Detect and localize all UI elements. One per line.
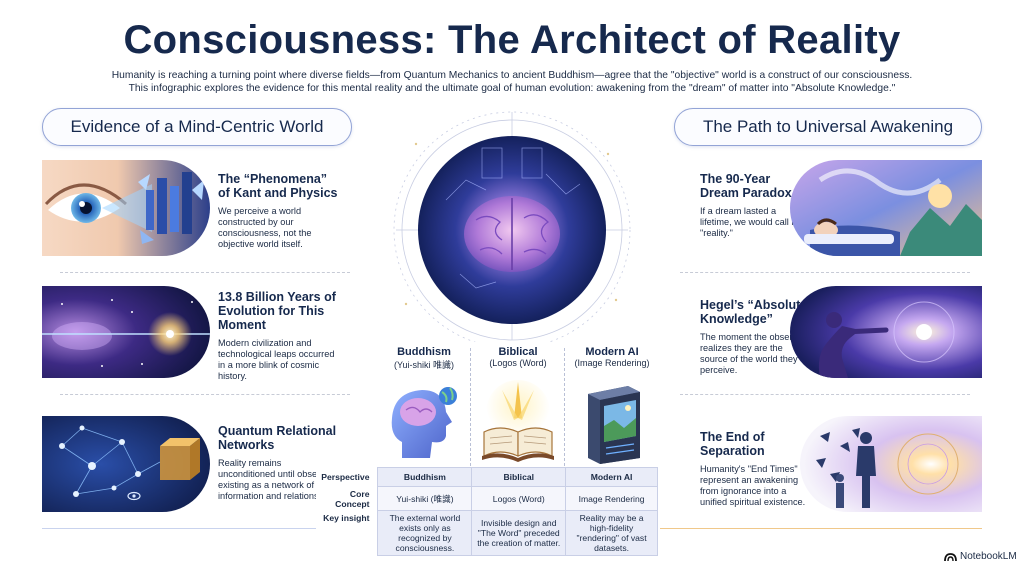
comparison-table: Perspective Buddhism Biblical Modern AI … [316, 467, 658, 556]
unity-light-illustration [800, 416, 982, 512]
column-title: Biblical [498, 346, 538, 358]
cosmic-timeline-illustration [42, 286, 210, 378]
row-label: Key insight [316, 510, 378, 556]
bottom-rule-left [42, 528, 372, 529]
column-divider [564, 348, 565, 466]
card-end-of-separation: The End of Separation Humanity's "End Ti… [700, 430, 814, 508]
column-buddhism: Buddhism (Yui-shiki 唯識) [378, 346, 470, 371]
card-title: The End of Separation [700, 430, 765, 458]
page-title: Consciousness: The Architect of Reality [123, 18, 901, 62]
table-cell: Yui-shiki (唯識) [377, 486, 473, 511]
intro-line-1: Humanity is reaching a turning point whe… [111, 70, 913, 81]
divider [60, 394, 350, 395]
table-cell: Invisible design and "The Word" preceded… [471, 510, 567, 556]
bottom-rule-right [660, 528, 982, 529]
open-book-icon [478, 378, 558, 464]
left-section-title: Evidence of a Mind-Centric World [42, 108, 352, 146]
card-text: Reality remains unconditioned until obse… [218, 458, 339, 501]
card-dream-paradox: The 90-Year Dream Paradox If a dream las… [700, 172, 810, 239]
card-quantum: Quantum Relational Networks Reality rema… [218, 424, 340, 502]
eye-illustration [42, 160, 210, 256]
card-text: If a dream lasted a lifetime, we would c… [700, 206, 796, 238]
row-label: Core Concept [316, 486, 378, 511]
table-row: Key insight The external world exists on… [316, 510, 658, 556]
column-divider [470, 348, 471, 466]
card-hegel: Hegel’s “Absolute Knowledge” The moment … [700, 298, 810, 376]
card-title: 13.8 Billion Years of Evolution for This… [218, 290, 336, 332]
column-title: Buddhism [397, 346, 451, 358]
intro-line-2: This infographic explores the evidence f… [128, 83, 896, 94]
table-cell: Modern AI [565, 467, 658, 487]
card-text: Humanity's "End Times" represent an awak… [700, 464, 806, 507]
table-row: Perspective Buddhism Biblical Modern AI [316, 467, 658, 487]
brand-label: NotebookLM [960, 551, 1017, 562]
column-subtitle: (Logos (Word) [489, 358, 547, 368]
notebooklm-logo-icon [944, 552, 957, 561]
column-title: Modern AI [585, 346, 639, 358]
card-evolution: 13.8 Billion Years of Evolution for This… [218, 290, 340, 382]
card-title: The 90-Year Dream Paradox [700, 172, 792, 200]
divider [680, 394, 970, 395]
table-cell: Reality may be a high-fidelity "renderin… [565, 510, 658, 556]
table-cell: Logos (Word) [471, 486, 567, 511]
table-cell: Buddhism [377, 467, 473, 487]
quantum-network-illustration [42, 416, 210, 512]
card-text: We perceive a world constructed by our c… [218, 206, 312, 249]
brain-illustration [376, 104, 648, 349]
head-globe-icon [386, 378, 462, 464]
divider [680, 272, 970, 273]
intro-text: Humanity is reaching a turning point whe… [100, 69, 924, 95]
server-screen-icon [574, 378, 654, 464]
table-cell: Biblical [471, 467, 567, 487]
card-title: Hegel’s “Absolute Knowledge” [700, 298, 808, 326]
card-kant-physics: The “Phenomena” of Kant and Physics We p… [218, 172, 338, 250]
row-label: Perspective [316, 467, 378, 487]
card-text: The moment the observer realizes they ar… [700, 332, 806, 375]
table-row: Core Concept Yui-shiki (唯識) Logos (Word)… [316, 486, 658, 511]
card-title: The “Phenomena” of Kant and Physics [218, 172, 338, 200]
card-title: Quantum Relational Networks [218, 424, 337, 452]
column-subtitle: (Yui-shiki 唯識) [393, 360, 454, 370]
column-biblical: Biblical (Logos (Word) [472, 346, 564, 368]
right-section-title: The Path to Universal Awakening [674, 108, 982, 146]
table-cell: Image Rendering [565, 486, 658, 511]
observer-light-illustration [790, 286, 982, 378]
column-subtitle: (Image Rendering) [574, 358, 650, 368]
brand-badge: NotebookLM [944, 551, 1017, 562]
divider [60, 272, 350, 273]
card-text: Modern civilization and technological le… [218, 338, 335, 381]
column-modern-ai: Modern AI (Image Rendering) [566, 346, 658, 368]
sleeper-dream-illustration [790, 160, 982, 256]
table-cell: The external world exists only as recogn… [377, 510, 473, 556]
